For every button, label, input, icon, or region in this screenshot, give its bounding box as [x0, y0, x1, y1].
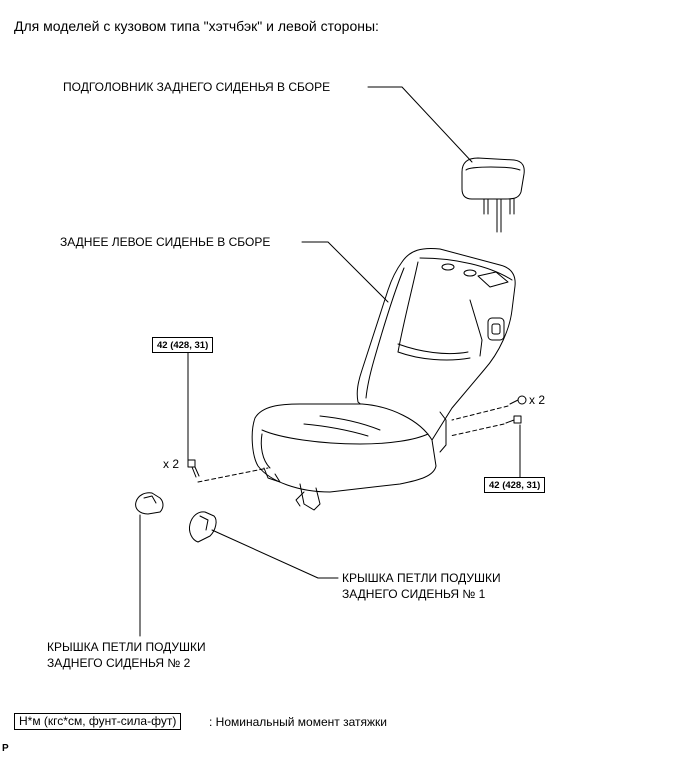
- label-hinge-cover-1-line1: КРЫШКА ПЕТЛИ ПОДУШКИ: [342, 571, 501, 585]
- leader-hinge-cover-1: [211, 529, 339, 579]
- label-hinge-cover-1-line2: ЗАДНЕГО СИДЕНЬЯ № 1: [342, 587, 486, 601]
- headrest-drawing: [461, 157, 525, 233]
- label-headrest: ПОДГОЛОВНИК ЗАДНЕГО СИДЕНЬЯ В СБОРЕ: [63, 80, 331, 94]
- leader-headrest: [367, 86, 473, 163]
- hinge-cover-1-detail: [199, 515, 209, 531]
- label-hinge-cover-2-line1: КРЫШКА ПЕТЛИ ПОДУШКИ: [47, 640, 206, 654]
- torque-spec-left: 42 (428, 31): [152, 337, 214, 353]
- torque-spec-right: 42 (428, 31): [484, 477, 546, 493]
- assembly-dashed-lines: [197, 405, 509, 483]
- bolt-right-lower: [505, 415, 522, 424]
- bolt-left: [187, 459, 200, 478]
- hinge-cover-2-detail: [143, 495, 157, 504]
- quantity-right: x 2: [529, 393, 546, 407]
- seat-cushion-drawing: [251, 403, 437, 511]
- torque-legend-description: : Номинальный момент затяжки: [209, 715, 387, 729]
- footer-code: P: [2, 743, 9, 754]
- label-hinge-cover-2-line2: ЗАДНЕГО СИДЕНЬЯ № 2: [47, 656, 191, 670]
- label-seat: ЗАДНЕЕ ЛЕВОЕ СИДЕНЬЕ В СБОРЕ: [60, 235, 271, 249]
- bolt-right-upper: [509, 395, 527, 405]
- seat-back-drawing: [356, 247, 516, 457]
- page-title: Для моделей с кузовом типа "хэтчбэк" и л…: [14, 18, 379, 34]
- hinge-cover-1-drawing: [189, 511, 217, 543]
- torque-unit-box: Н*м (кгс*см, фунт-сила-фут): [14, 713, 182, 730]
- hinge-cover-2-drawing: [135, 492, 164, 515]
- quantity-left: x 2: [163, 457, 180, 471]
- leader-seat: [301, 241, 389, 303]
